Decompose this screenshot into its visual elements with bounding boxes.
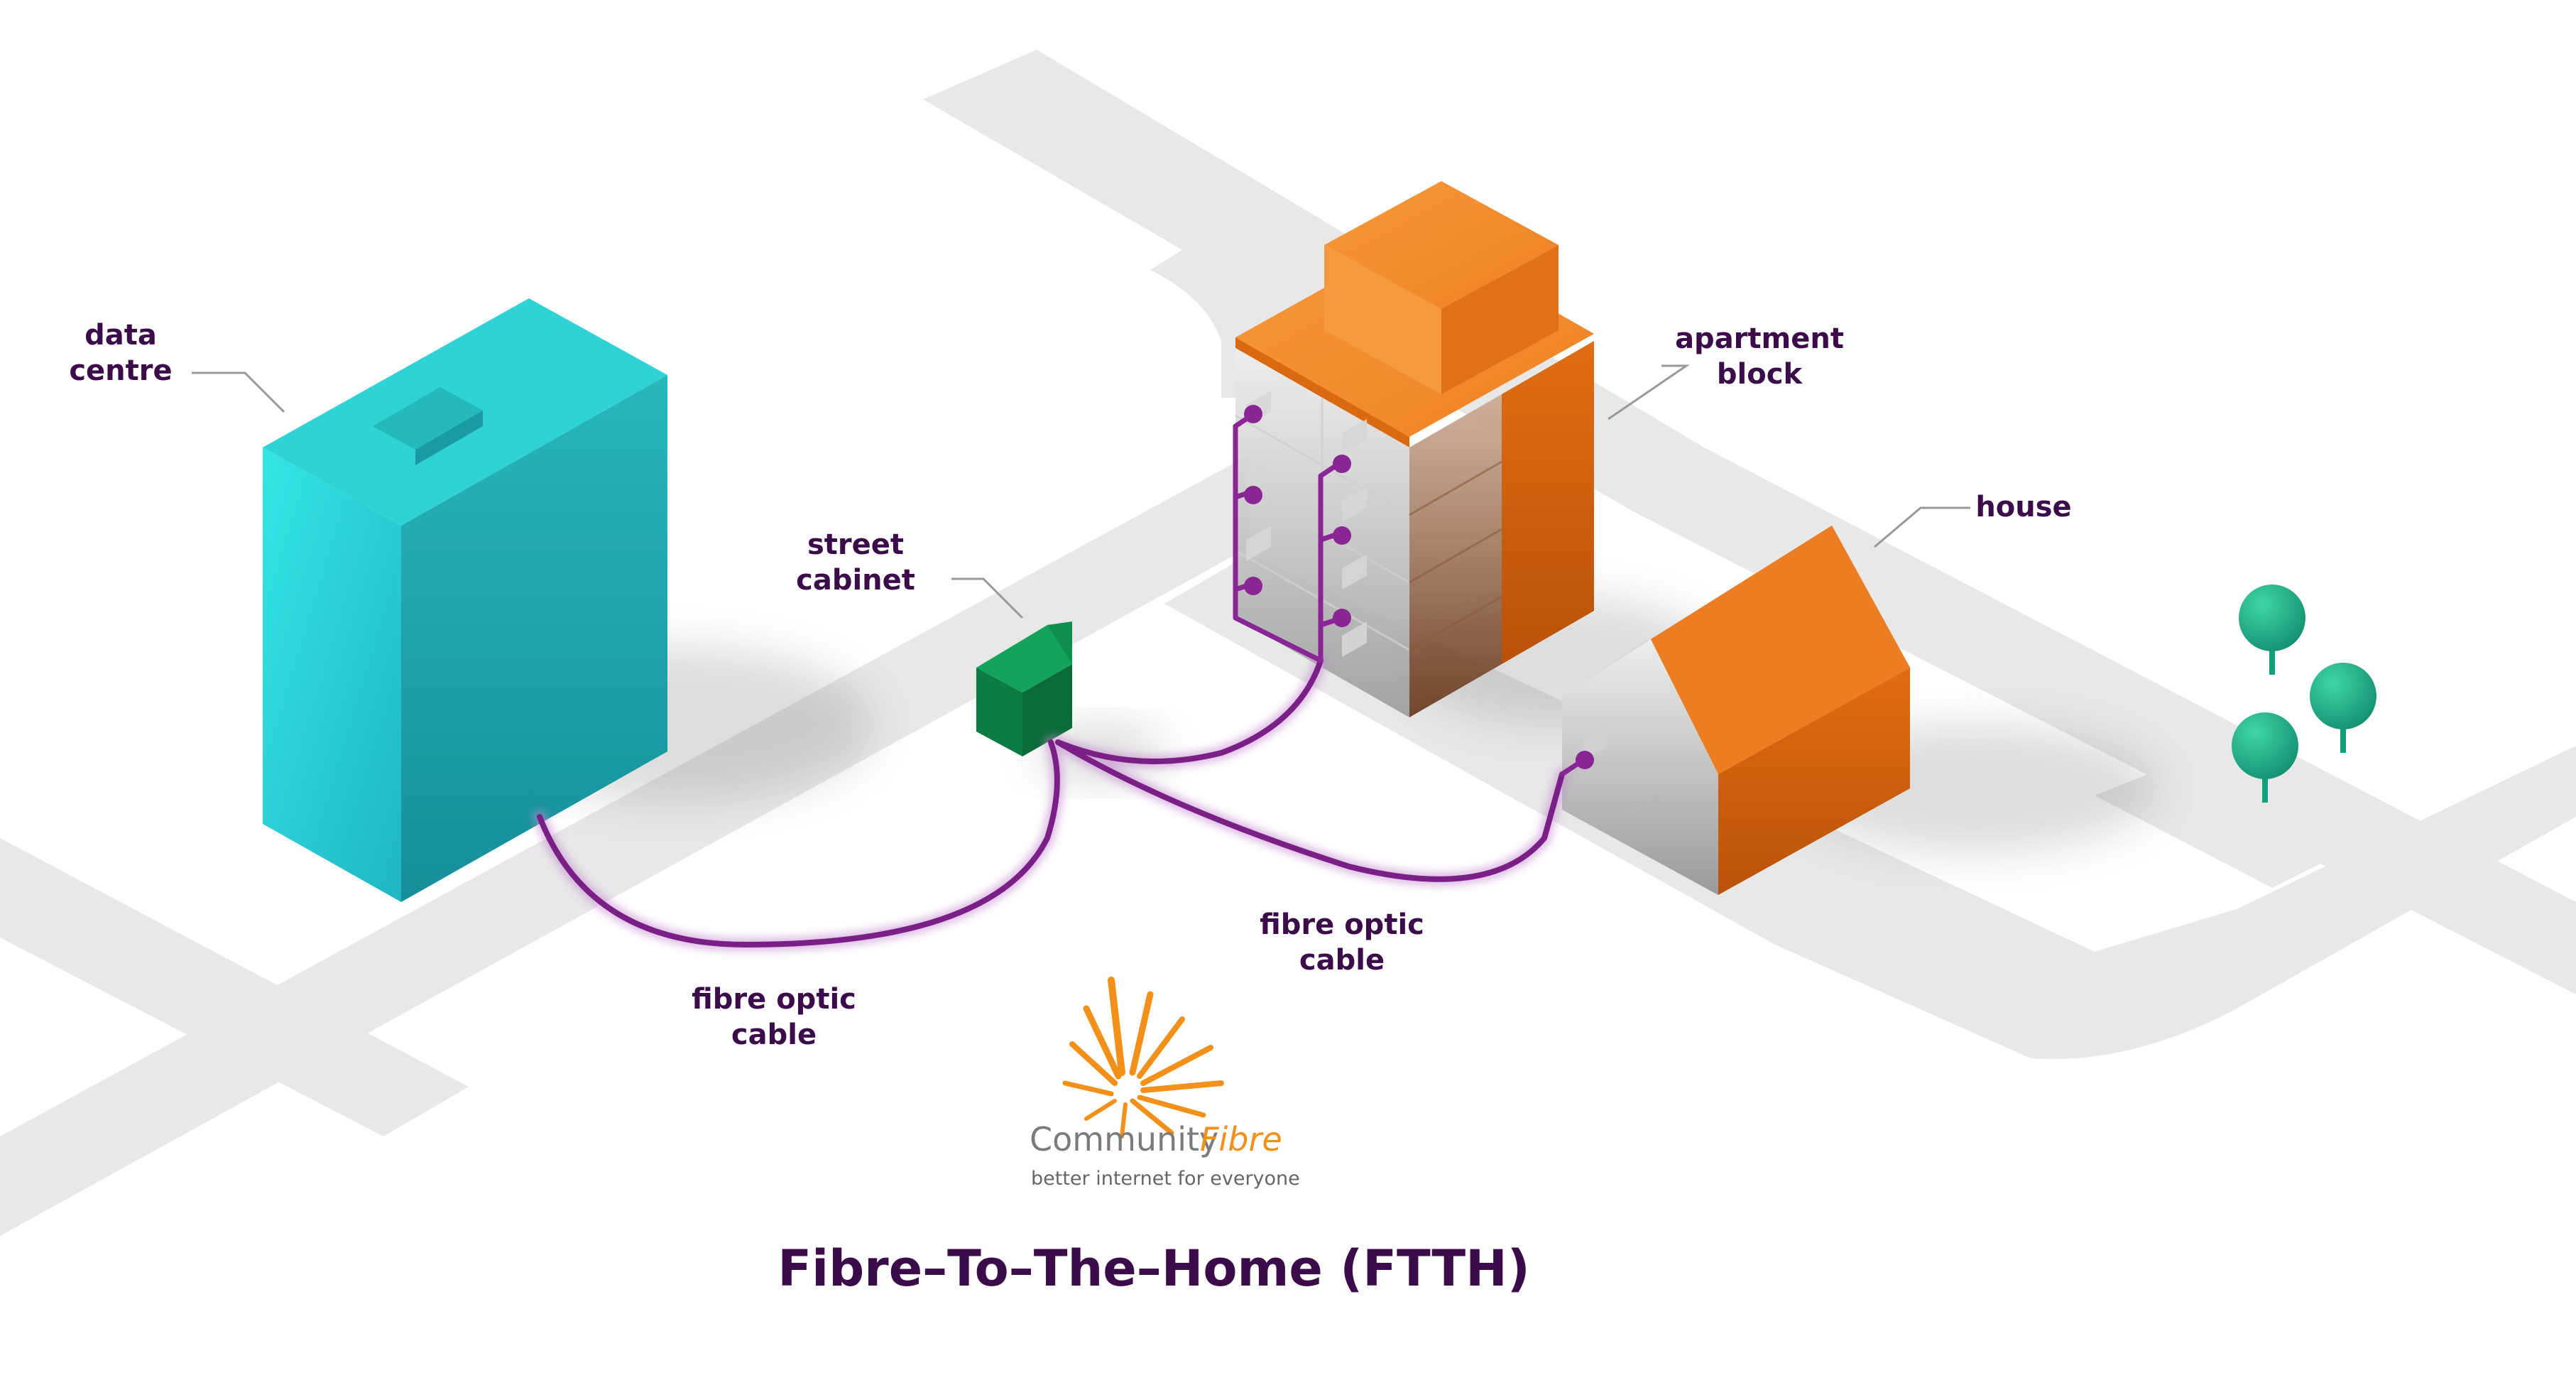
label-street-cabinet-line2: cabinet [796,564,915,597]
community-fibre-logo: Community Fibre better internet for ever… [1030,977,1300,1190]
label-data-centre-line2: centre [69,354,172,387]
label-cable-right-line2: cable [1299,944,1385,977]
label-data-centre-line1: data [84,319,157,352]
data-centre-roof-unit [373,387,483,450]
logo-name-community: Community [1030,1120,1218,1158]
tree-icon [2232,712,2298,803]
street-cabinet-top [976,625,1072,692]
road-left-cross [0,838,469,1136]
street-cabinet-building [976,621,1072,756]
label-cable-right-line1: fibre optic [1260,908,1424,941]
data-centre-roof-unit-side [415,411,483,465]
tree-icon [2239,585,2305,675]
road-right-branch [2095,767,2343,888]
label-house: house [1975,491,2071,523]
fibre-cables [533,405,1594,951]
apartment-top-box-side [1441,245,1559,394]
cable-datacentre-to-cabinet [537,739,1060,947]
apartment-top-box-front [1324,245,1441,394]
label-cable-left-line2: cable [731,1019,817,1051]
logo-name-fibre: Fibre [1200,1120,1282,1158]
apartment-side-wall [1502,341,1594,664]
street-cabinet-front [976,668,1022,756]
data-centre-building [263,298,667,902]
starburst-icon [1062,977,1224,1139]
cable-cabinet-to-house [1055,739,1565,882]
leader-lines [192,364,1970,619]
logo-tagline: better internet for everyone [1031,1168,1300,1190]
label-street-cabinet-line1: street [807,528,904,561]
trees [2232,585,2376,803]
page-title: Fibre–To–The–Home (FTTH) [777,1239,1529,1298]
house-building [1562,526,1910,895]
data-centre-front [263,447,401,902]
data-centre-side [401,375,667,902]
label-apartment-block-line2: block [1717,358,1803,391]
label-apartment-block-line1: apartment [1675,322,1844,355]
street-cabinet-side [1022,664,1072,756]
label-cable-left-line1: fibre optic [692,983,856,1016]
cable-cabinet-to-apartment [1055,658,1324,764]
house-side-wall [1718,668,1910,895]
tree-icon [2310,663,2376,753]
